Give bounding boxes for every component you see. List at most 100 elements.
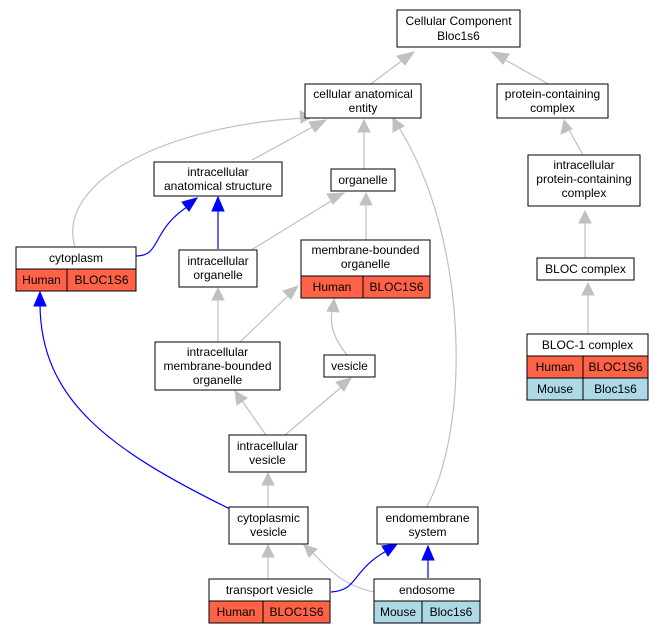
edge-io-to-organelle	[247, 197, 337, 253]
gene-label: Bloc1s6	[594, 382, 637, 396]
edge-cv-to-cytoplasm	[39, 302, 231, 510]
node-label-line: vesicle	[331, 359, 368, 373]
gene-label: BLOC1S6	[269, 605, 323, 619]
edge-ipcc-to-pcc	[567, 127, 584, 156]
edge-arrowhead	[381, 543, 399, 557]
edge-iv-to-imbo	[239, 397, 267, 436]
node-transport-vesicle[interactable]: transport vesicle Human BLOC1S6	[208, 578, 331, 624]
species-label: Human	[313, 280, 352, 294]
node-bloc-1-complex[interactable]: BLOC-1 complex Human BLOC1S6 Mouse Bloc1…	[526, 333, 649, 401]
node-intracellular-protein-containing-complex[interactable]: intracellular protein-containing complex	[527, 154, 641, 207]
edge-arrowhead	[211, 286, 225, 301]
node-label-line: endosome	[399, 583, 455, 597]
node-label-line: intracellular	[187, 254, 248, 268]
node-endosome[interactable]: endosome Mouse Bloc1s6	[373, 578, 481, 624]
node-label-line: vesicle	[249, 453, 286, 467]
gene-tag	[362, 275, 431, 299]
node-label-line: organelle	[338, 173, 388, 187]
node-cellular-component[interactable]: Cellular Component Bloc1s6	[396, 9, 521, 48]
node-vesicle[interactable]: vesicle	[323, 354, 376, 378]
node-cytoplasm[interactable]: cytoplasm Human BLOC1S6	[15, 246, 137, 292]
gene-tag	[582, 377, 649, 401]
gene-tag	[262, 600, 331, 624]
species-label: Human	[536, 360, 575, 374]
node-label-line: organelle	[341, 257, 391, 271]
edge-ias-to-cae	[251, 123, 319, 161]
edge-endosome-to-cv	[310, 550, 375, 593]
edge-arrowhead	[234, 390, 248, 406]
node-label-line: Cellular Component	[405, 14, 512, 28]
node-label-line: protein-containing	[536, 172, 631, 186]
node-label-line: BLOC complex	[545, 262, 626, 276]
node-label-line: organelle	[193, 268, 243, 282]
edge-cytoplasm-to-ias	[135, 204, 191, 257]
edge-arrowhead	[326, 192, 346, 205]
node-label-line: complex	[562, 186, 607, 200]
edge-arrowhead	[33, 290, 47, 307]
node-label-line: endomembrane	[385, 511, 469, 525]
node-intracellular-organelle[interactable]: intracellular organelle	[178, 249, 258, 288]
edge-ems-to-cae	[397, 125, 457, 509]
node-label-line: cytoplasm	[49, 251, 103, 265]
edge-arrowhead	[357, 118, 371, 133]
edges	[33, 51, 595, 593]
edge-iv-to-vesicle	[284, 383, 346, 436]
edge-arrowhead	[211, 195, 225, 212]
species-label: Human	[217, 605, 256, 619]
node-label-line: anatomical structure	[164, 179, 272, 193]
node-label-line: Bloc1s6	[437, 29, 480, 43]
edge-cae-to-root	[367, 56, 408, 87]
edge-arrowhead	[303, 544, 318, 558]
node-label-line: protein-containing	[505, 87, 600, 101]
edge-arrowhead	[359, 191, 373, 206]
edge-tv-to-ems	[330, 548, 391, 593]
edge-imbo-to-mbo	[239, 291, 293, 343]
node-label-line: cytoplasmic	[237, 511, 300, 525]
node-label-line: organelle	[193, 373, 243, 387]
node-membrane-bounded-organelle[interactable]: membrane-bounded organelle Human BLOC1S6	[300, 239, 431, 299]
node-cytoplasmic-vesicle[interactable]: cytoplasmic vesicle	[228, 506, 309, 545]
node-label-line: membrane-bounded	[163, 359, 271, 373]
edge-arrowhead	[392, 117, 405, 133]
node-intracellular-membrane-bounded-organelle[interactable]: intracellular membrane-bounded organelle	[154, 341, 281, 391]
edge-arrowhead	[578, 209, 592, 224]
edge-arrowhead	[560, 118, 573, 135]
node-bloc-complex[interactable]: BLOC complex	[536, 257, 635, 281]
gene-label: BLOC1S6	[74, 273, 128, 287]
species-label: Human	[22, 273, 61, 287]
gene-tag	[421, 600, 481, 624]
edge-cytoplasm-to-cae	[72, 117, 306, 248]
node-endomembrane-system[interactable]: endomembrane system	[376, 506, 479, 545]
edge-arrowhead	[490, 51, 510, 65]
edge-arrowhead	[421, 544, 435, 561]
gene-label: BLOC1S6	[588, 360, 642, 374]
species-label: Mouse	[380, 605, 416, 619]
node-label-line: intracellular	[237, 439, 298, 453]
edge-pcc-to-root	[499, 56, 553, 87]
node-intracellular-vesicle[interactable]: intracellular vesicle	[228, 434, 307, 473]
species-label: Mouse	[537, 382, 573, 396]
node-intracellular-anatomical-structure[interactable]: intracellular anatomical structure	[153, 161, 283, 197]
edge-vesicle-to-mbo	[330, 306, 348, 356]
edge-arrowhead	[181, 197, 199, 212]
edge-arrowhead	[326, 297, 340, 313]
node-label-line: system	[408, 525, 446, 539]
node-label-line: cellular anatomical	[313, 87, 412, 101]
edge-arrowhead	[396, 51, 416, 66]
node-organelle[interactable]: organelle	[330, 168, 396, 192]
node-label-line: transport vesicle	[226, 583, 314, 597]
edge-arrowhead	[308, 119, 328, 133]
gene-label: Bloc1s6	[430, 605, 473, 619]
edge-arrowhead	[261, 471, 275, 486]
node-label-line: BLOC-1 complex	[542, 338, 633, 352]
node-label-line: membrane-bounded	[311, 243, 419, 257]
edge-arrowhead	[581, 281, 595, 296]
node-label-line: vesicle	[250, 525, 287, 539]
gene-tag	[66, 268, 137, 292]
node-cellular-anatomical-entity[interactable]: cellular anatomical entity	[304, 83, 422, 119]
edge-arrowhead	[335, 377, 352, 392]
edge-arrowhead	[282, 285, 300, 300]
node-protein-containing-complex[interactable]: protein-containing complex	[496, 83, 609, 119]
gene-label: BLOC1S6	[369, 280, 423, 294]
